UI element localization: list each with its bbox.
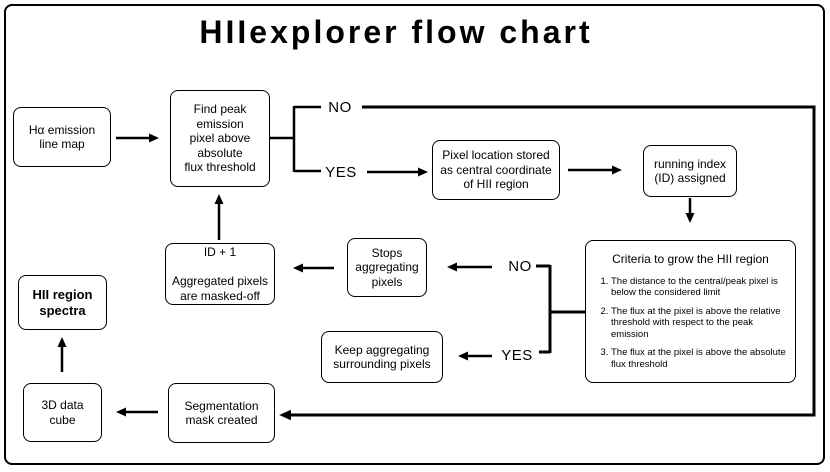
criteria-item-1: The distance to the central/peak pixel i… (611, 276, 787, 299)
outer-frame (4, 4, 825, 465)
node-keep-aggregating: Keep aggregating surrounding pixels (321, 331, 443, 383)
node-ha-emission-line-map: Hα emission line map (13, 107, 111, 167)
node-running-index: running index (ID) assigned (643, 145, 737, 197)
label-yes-mid: YES (501, 347, 533, 364)
criteria-item-3: The flux at the pixel is above the absol… (611, 347, 787, 370)
criteria-title: Criteria to grow the HII region (612, 252, 769, 266)
label-yes-top: YES (325, 164, 357, 181)
criteria-item-2: The flux at the pixel is above the relat… (611, 306, 787, 341)
node-find-peak: Find peak emission pixel above absolute … (170, 90, 270, 187)
label-no-mid: NO (508, 258, 532, 275)
label-no-top: NO (328, 99, 352, 116)
node-3d-data-cube: 3D data cube (23, 383, 102, 442)
node-id-plus-one: ID + 1 Aggregated pixels are masked-off (165, 243, 275, 305)
node-pixel-location-stored: Pixel location stored as central coordin… (432, 140, 560, 200)
node-criteria: Criteria to grow the HII region The dist… (585, 240, 796, 383)
node-hii-region-spectra: HII region spectra (18, 275, 107, 330)
page-title: HIIexplorer flow chart (199, 14, 593, 50)
node-segmentation-mask: Segmentation mask created (168, 383, 275, 443)
criteria-list: The distance to the central/peak pixel i… (586, 276, 795, 371)
node-stops-aggregating: Stops aggregating pixels (347, 238, 427, 297)
